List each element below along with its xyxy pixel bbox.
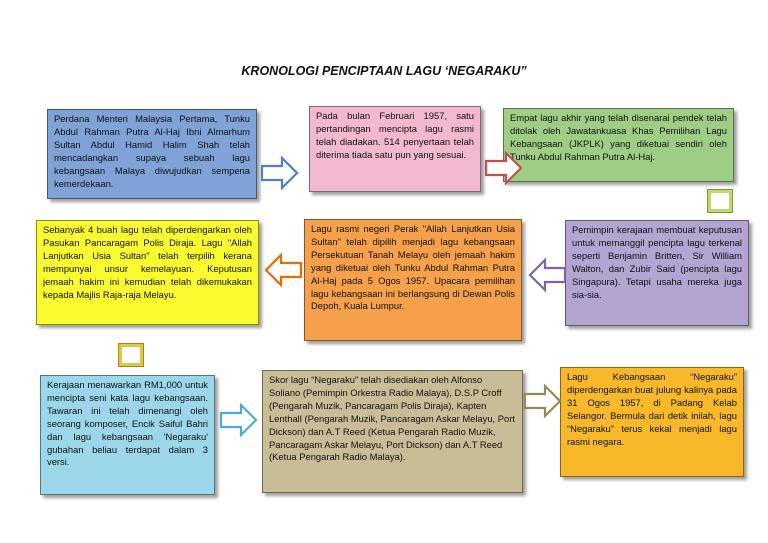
step-8-score-arrangers: Skor lagu “Negaraku” telah disediakan ol… — [262, 370, 523, 493]
arrow-right-icon — [523, 383, 562, 419]
arrow-left-icon — [264, 252, 303, 288]
step-9-first-performance: Lagu Kebangsaan “Negaraku” diperdengarka… — [560, 367, 744, 477]
arrow-right-icon — [260, 155, 299, 191]
arrow-right-icon — [219, 402, 258, 438]
connector-square-yellow — [118, 343, 144, 367]
step-5-perak-anthem-chosen: Lagu rasmi negeri Perak "Allah Lanjutkan… — [304, 219, 522, 341]
page-title: KRONOLOGI PENCIPTAAN LAGU ‘NEGARAKU” — [241, 64, 527, 78]
arrow-right-icon — [484, 150, 523, 186]
connector-square-green — [707, 189, 733, 213]
step-1-proposal: Perdana Menteri Malaysia Pertama, Tunku … — [47, 109, 257, 199]
step-2-competition: Pada bulan Februari 1957, satu pertandin… — [309, 106, 481, 192]
step-3-shortlist-rejected: Empat lagu akhir yang telah disenarai pe… — [503, 108, 734, 182]
arrow-left-icon — [528, 257, 567, 293]
step-6-police-band-performance: Sebanyak 4 buah lagu telah diperdengarka… — [36, 220, 259, 325]
step-7-lyrics-prize: Kerajaan menawarkan RM1,000 untuk mencip… — [40, 375, 215, 495]
step-4-famous-composers: Pemimpin kerajaan membuat keputusan untu… — [565, 220, 749, 326]
